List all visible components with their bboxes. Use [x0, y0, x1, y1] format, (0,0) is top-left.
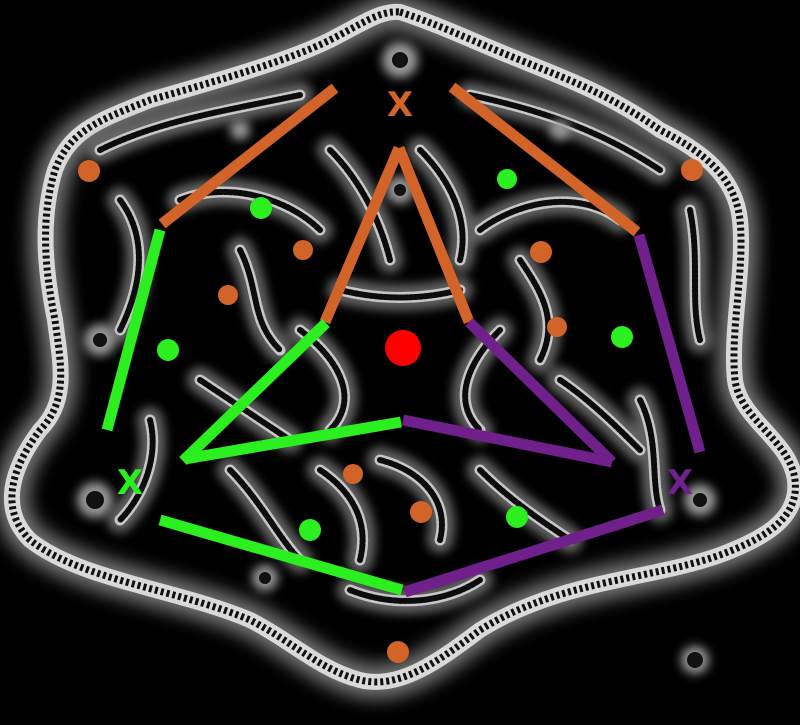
green-line: [101, 228, 166, 432]
purple-line: [403, 504, 665, 598]
orange-resource-dot[interactable]: [530, 241, 552, 263]
orange-territory-lines: [158, 82, 641, 325]
orange-line: [448, 82, 641, 237]
outer-wall: [0, 0, 800, 699]
center-objective-marker[interactable]: [385, 330, 421, 366]
green-line: [184, 416, 402, 465]
green-resource-dot[interactable]: [250, 197, 272, 219]
purple-territory-lines: [401, 233, 706, 598]
purple-base-marker[interactable]: X: [667, 463, 693, 503]
orange-resource-dots: [78, 159, 703, 663]
purple-line: [401, 414, 614, 468]
orange-line: [158, 83, 339, 229]
purple-line: [465, 318, 616, 466]
orange-line: [319, 145, 405, 325]
green-line: [179, 319, 330, 465]
orange-resource-dot[interactable]: [343, 464, 363, 484]
orange-resource-dot[interactable]: [293, 240, 313, 260]
orange-resource-dot[interactable]: [218, 285, 238, 305]
orange-resource-dot[interactable]: [681, 159, 703, 181]
orange-resource-dot[interactable]: [387, 641, 409, 663]
orange-base-marker[interactable]: X: [387, 85, 413, 125]
green-resource-dot[interactable]: [157, 339, 179, 361]
green-resource-dot[interactable]: [497, 169, 517, 189]
green-resource-dot[interactable]: [299, 519, 321, 541]
green-resource-dots: [157, 169, 633, 541]
green-territory-lines: [101, 228, 404, 596]
orange-resource-dot[interactable]: [410, 501, 432, 523]
green-line: [158, 514, 404, 596]
orange-resource-dot[interactable]: [547, 317, 567, 337]
green-base-marker[interactable]: X: [117, 463, 143, 503]
green-resource-dot[interactable]: [506, 506, 528, 528]
purple-line: [633, 233, 706, 454]
base-markers: X X X: [117, 85, 693, 503]
green-resource-dot[interactable]: [611, 326, 633, 348]
terrain-pits: [77, 42, 716, 674]
orange-resource-dot[interactable]: [78, 160, 100, 182]
orange-line: [393, 145, 475, 325]
